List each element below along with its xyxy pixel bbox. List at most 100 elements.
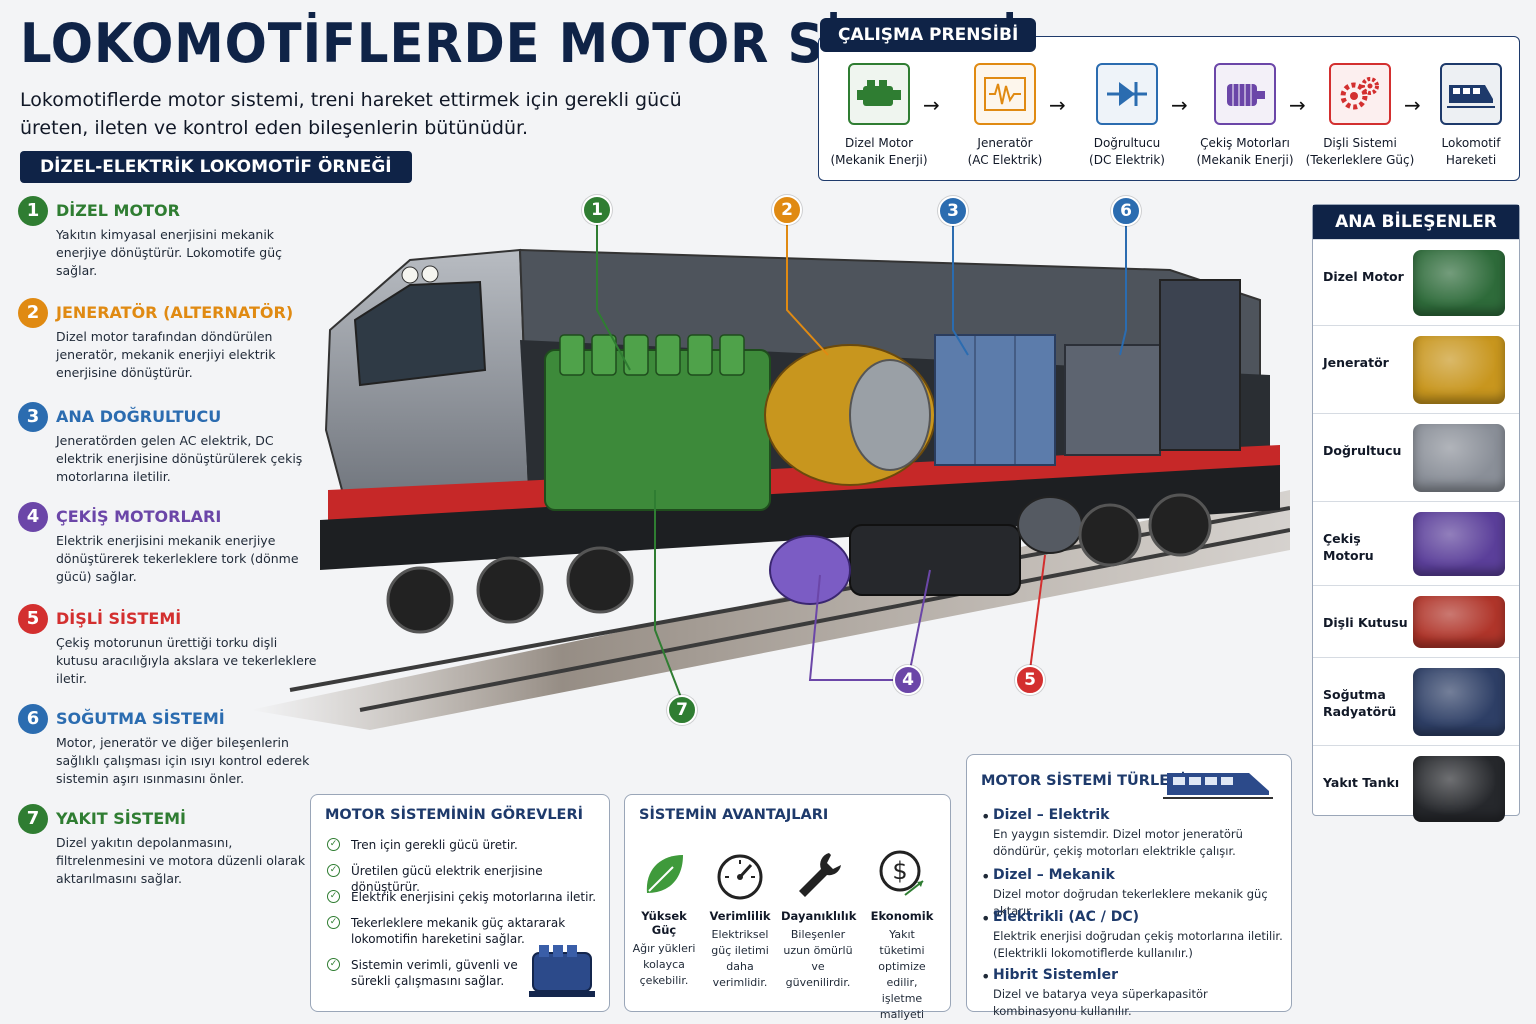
rail-line <box>359 528 1290 712</box>
engine-icon <box>848 63 910 125</box>
cooling-unit <box>1064 344 1161 456</box>
ac-wave-icon <box>974 63 1036 125</box>
component-number-badge: 3 <box>18 402 48 432</box>
callout-badge: 5 <box>1015 665 1045 695</box>
generator-core <box>849 359 931 471</box>
arrow-right-icon: → <box>1404 93 1421 117</box>
component-description: Elektrik enerjisini mekanik enerjiye dön… <box>56 533 299 584</box>
advantage-title: Yüksek Güç <box>641 909 687 937</box>
tasks-panel: MOTOR SİSTEMİNİN GÖREVLERİ ✓Tren için ge… <box>310 794 610 1012</box>
task-item: ✓ Elektrik enerjisini çekiş motorlarına i… <box>327 889 597 905</box>
train-icon <box>1163 773 1273 799</box>
main-components-title: ANA BİLEŞENLER <box>1313 205 1519 239</box>
flow-step: Jeneratör (AC Elektrik) <box>945 63 1065 169</box>
diode-icon <box>1096 63 1158 125</box>
flow-step-label: Dizel Motor (Mekanik Enerji) <box>830 136 928 167</box>
component-image <box>1413 512 1505 576</box>
component-image <box>1413 756 1505 822</box>
flow-step: Dizel Motor (Mekanik Enerji) <box>819 63 939 169</box>
task-text: Tren için gerekli gücü üretir. <box>351 838 518 852</box>
flow-step: Çekiş Motorları (Mekanik Enerji) <box>1185 63 1305 169</box>
component-number-badge: 7 <box>18 804 48 834</box>
bullet-icon: • <box>981 807 991 826</box>
component-image <box>1413 596 1505 648</box>
engine-icon <box>529 945 595 997</box>
main-component-item: Dişli Kutusu <box>1313 585 1519 657</box>
advantage-title: Ekonomik <box>870 909 934 923</box>
gearbox <box>1017 496 1083 554</box>
component-number-badge: 2 <box>18 298 48 328</box>
check-icon: ✓ <box>327 890 340 903</box>
bullet-icon: • <box>981 909 991 928</box>
component-title: SOĞUTMA SİSTEMİ <box>56 709 225 728</box>
engine-cylinder <box>687 334 713 376</box>
component-title: ANA DOĞRULTUCU <box>56 407 222 426</box>
main-component-label: Jeneratör <box>1323 355 1389 370</box>
train-icon <box>1440 63 1502 125</box>
system-type-description: Elektrik enerjisi doğrudan çekiş motorla… <box>993 929 1283 960</box>
callout-line <box>907 569 931 681</box>
fuel-tank <box>849 524 1021 596</box>
component-description: Çekiş motorunun ürettiği torku dişli kut… <box>56 635 317 686</box>
component-image <box>1413 424 1505 492</box>
advantage-title: Verimlilik <box>709 909 771 923</box>
dollar-icon: $ <box>875 847 929 901</box>
rectifier <box>934 334 1056 466</box>
check-icon: ✓ <box>327 838 340 851</box>
component-description: Dizel yakıtın depolanmasını, filtrelenme… <box>56 835 306 886</box>
callout-badge: 3 <box>938 196 968 226</box>
wheel <box>1078 503 1142 567</box>
engine-cylinder <box>623 334 649 376</box>
locomotive-illustration <box>250 224 1290 730</box>
callout-line <box>654 490 683 701</box>
engine-cylinder <box>559 334 585 376</box>
flow-panel: Dizel Motor (Mekanik Enerji) → Jeneratör (… <box>818 36 1520 181</box>
task-item: ✓ Tren için gerekli gücü üretir. <box>327 837 597 853</box>
task-item: ✓Sistemin verimli, güvenli ve sürekli ça… <box>327 957 527 989</box>
check-icon: ✓ <box>327 916 340 929</box>
svg-text:$: $ <box>892 857 907 885</box>
system-type-heading: •Elektrikli (AC / DC) <box>981 909 1286 928</box>
callout-badge: 2 <box>772 195 802 225</box>
arrow-right-icon: → <box>923 93 940 117</box>
arrow-right-icon: → <box>1289 93 1306 117</box>
flow-badge: ÇALIŞMA PRENSİBİ <box>820 18 1037 52</box>
flow-step-label: Çekiş Motorları (Mekanik Enerji) <box>1196 136 1294 167</box>
component-image <box>1413 336 1505 404</box>
headlight <box>401 266 419 284</box>
system-type-item: •Elektrikli (AC / DC)Elektrik enerjisi d… <box>981 909 1286 962</box>
system-type-description: Dizel ve batarya veya süperkapasitör kom… <box>993 987 1208 1018</box>
flow-step-label: Jeneratör (AC Elektrik) <box>967 136 1043 167</box>
main-component-item: Doğrultucu <box>1313 413 1519 501</box>
task-text: Elektrik enerjisini çekiş motorlarına il… <box>351 890 597 904</box>
engine-cylinder <box>591 334 617 376</box>
gears-icon <box>1329 63 1391 125</box>
system-type-description: En yaygın sistemdir. Dizel motor jenerat… <box>993 827 1243 858</box>
main-component-label: Yakıt Tankı <box>1323 775 1400 790</box>
main-component-item: Çekiş Motoru <box>1313 501 1519 585</box>
main-component-label: Dizel Motor <box>1323 269 1404 284</box>
component-description: Motor, jeneratör ve diğer bileşenlerin s… <box>56 735 310 786</box>
component-number-badge: 4 <box>18 502 48 532</box>
flow-step-label: Lokomotif Hareketi <box>1441 136 1501 167</box>
advantage-description: Elektriksel güç iletimi daha verimlidir. <box>711 928 769 989</box>
callout-line <box>1119 225 1127 356</box>
system-type-title: Elektrikli (AC / DC) <box>993 909 1140 925</box>
flow-step: Lokomotif Hareketi <box>1411 63 1531 169</box>
main-component-item: Yakıt Tankı <box>1313 745 1519 831</box>
wheel <box>1148 493 1212 557</box>
advantages-title: SİSTEMİN AVANTAJLARI <box>639 807 829 823</box>
flow-step: Dişli Sistemi (Tekerleklere Güç) <box>1300 63 1420 169</box>
component-title: JENERATÖR (ALTERNATÖR) <box>56 303 294 322</box>
callout-line <box>1029 554 1046 671</box>
advantage-description: Bileşenler uzun ömürlü ve güvenilirdir. <box>783 928 853 989</box>
bullet-icon: • <box>981 967 991 986</box>
callout-badge: 4 <box>893 665 923 695</box>
callout-line <box>786 224 829 356</box>
